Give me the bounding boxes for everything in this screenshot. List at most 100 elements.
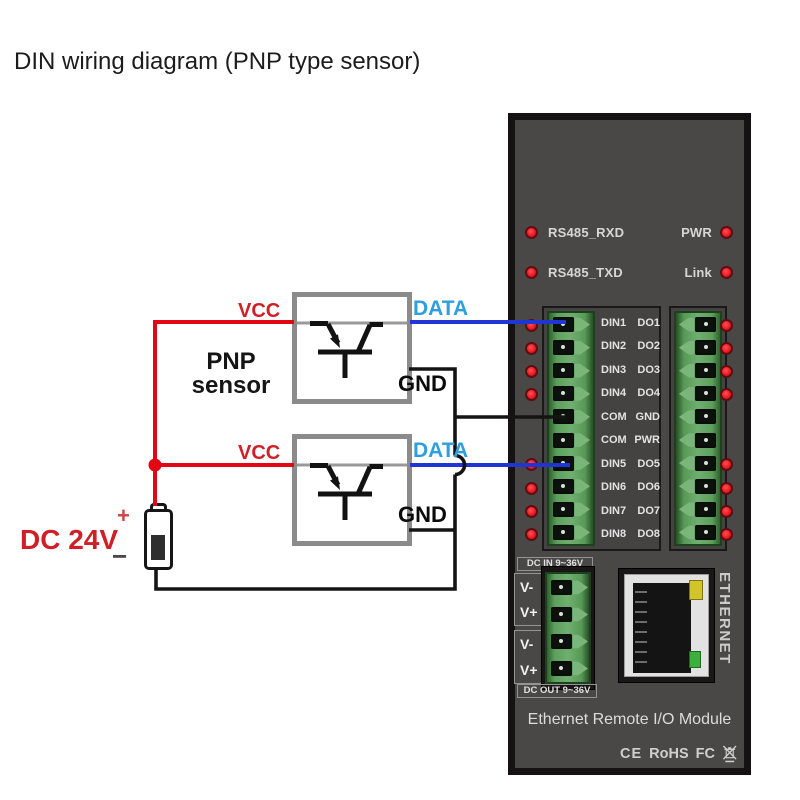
terminal-contact: [551, 580, 572, 595]
dc-out-vminus-label: V-: [520, 636, 534, 652]
certification-marks: CE RoHS FC: [620, 744, 737, 763]
terminal-slot[interactable]: [676, 313, 720, 336]
channel-led: [525, 319, 538, 332]
gnd-label-2: GND: [398, 502, 447, 527]
do-terminal-label: DO6: [637, 481, 660, 494]
power-supply-label: DC 24V: [20, 524, 119, 555]
terminal-clamp-wedge: [679, 316, 694, 333]
dc-in-vplus-label: V+: [520, 604, 538, 621]
terminal-clamp-wedge: [573, 580, 588, 595]
terminal-clamp-wedge: [575, 502, 590, 517]
ethernet-port[interactable]: [618, 568, 715, 683]
weee-bin-icon: [722, 745, 737, 763]
terminal-contact: [695, 340, 716, 356]
din-terminal-label: COM: [601, 434, 627, 447]
terminal-slot[interactable]: [676, 336, 720, 359]
terminal-contact: [695, 524, 716, 540]
terminal-slot[interactable]: [549, 313, 593, 336]
terminal-slot[interactable]: [676, 405, 720, 428]
terminal-slot[interactable]: [549, 452, 593, 475]
link-led: [720, 265, 733, 279]
channel-led: [525, 342, 538, 355]
terminal-contact: [695, 455, 716, 471]
do-terminal-connector[interactable]: [674, 311, 722, 546]
dc-out-label: DC OUT 9~36V: [517, 684, 597, 698]
terminal-slot[interactable]: [676, 428, 720, 451]
terminal-slot[interactable]: [547, 628, 589, 655]
terminal-clamp-wedge: [573, 661, 588, 676]
terminal-slot[interactable]: [676, 382, 720, 405]
terminal-slot[interactable]: [549, 475, 593, 498]
pnp-sensor-box-1: [292, 292, 412, 404]
channel-led: [720, 319, 733, 332]
pnp-transistor-icon: [297, 321, 407, 378]
gnd-label-1: GND: [398, 371, 447, 396]
din-terminal-label: DIN3: [601, 363, 627, 376]
channel-led: [525, 482, 538, 495]
do-terminal-label: DO2: [637, 340, 660, 353]
terminal-slot[interactable]: [676, 521, 720, 544]
do-terminal-label: DO4: [637, 387, 660, 400]
rs485-rxd-led: [525, 225, 538, 239]
pnp-transistor-icon: [297, 463, 407, 520]
terminal-contact: [553, 455, 574, 471]
diagram-title: DIN wiring diagram (PNP type sensor): [14, 48, 421, 75]
terminal-contact: [553, 340, 574, 356]
dc-power-connector[interactable]: [545, 572, 591, 684]
terminal-clamp-wedge: [679, 524, 694, 541]
terminal-clamp-wedge: [573, 607, 588, 622]
terminal-slot[interactable]: [549, 336, 593, 359]
sensor-type-line1: PNP: [206, 348, 256, 375]
terminal-slot[interactable]: [547, 655, 589, 682]
channel-led: [720, 365, 733, 378]
sensor-type-line2: sensor: [191, 372, 271, 399]
terminal-label-row: DIN7 DO7: [601, 499, 660, 523]
status-row-2: RS485_TXD Link: [525, 264, 733, 280]
terminal-slot[interactable]: [547, 601, 589, 628]
terminal-slot[interactable]: [549, 428, 593, 451]
terminal-slot[interactable]: [676, 359, 720, 382]
din-terminal-label: DIN1: [601, 316, 627, 329]
ethernet-port-label: ETHERNET: [716, 572, 733, 665]
terminal-contact: [553, 478, 574, 494]
terminal-slot[interactable]: [547, 574, 589, 601]
din-terminal-label: DIN8: [601, 528, 627, 541]
terminal-clamp-wedge: [575, 433, 590, 447]
rs485-txd-label: RS485_TXD: [548, 264, 623, 280]
ethernet-link-led: [689, 651, 701, 668]
terminal-slot[interactable]: [676, 452, 720, 475]
do-terminal-label: GND: [635, 410, 660, 423]
terminal-slot[interactable]: [676, 498, 720, 521]
terminal-slot[interactable]: [549, 498, 593, 521]
terminal-slot[interactable]: [549, 521, 593, 544]
terminal-contact: [551, 634, 572, 649]
terminal-slot[interactable]: [549, 382, 593, 405]
terminal-slot[interactable]: [549, 359, 593, 382]
rohs-mark: RoHS: [649, 745, 689, 762]
channel-led: [525, 528, 538, 541]
channel-led: [525, 388, 538, 401]
terminal-contact: [551, 661, 572, 676]
terminal-slot[interactable]: [676, 475, 720, 498]
terminal-clamp-wedge: [575, 456, 590, 470]
din-terminal-label: DIN6: [601, 481, 627, 494]
terminal-label-row: DIN6 DO6: [601, 476, 660, 500]
terminal-contact: [695, 386, 716, 402]
terminal-slot[interactable]: [549, 405, 593, 428]
battery-fill: [151, 535, 165, 560]
do-terminal-label: DO7: [637, 504, 660, 517]
do-terminal-label: PWR: [634, 434, 660, 447]
terminal-clamp-wedge: [679, 408, 694, 425]
din-terminal-connector[interactable]: [547, 311, 595, 546]
terminal-clamp-wedge: [575, 317, 590, 332]
din-terminal-label: DIN7: [601, 504, 627, 517]
terminal-clamp-wedge: [575, 387, 590, 401]
terminal-contact: [695, 363, 716, 379]
rj45-pins: [635, 591, 647, 665]
terminal-clamp-wedge: [679, 455, 694, 472]
terminal-contact: [553, 524, 574, 540]
